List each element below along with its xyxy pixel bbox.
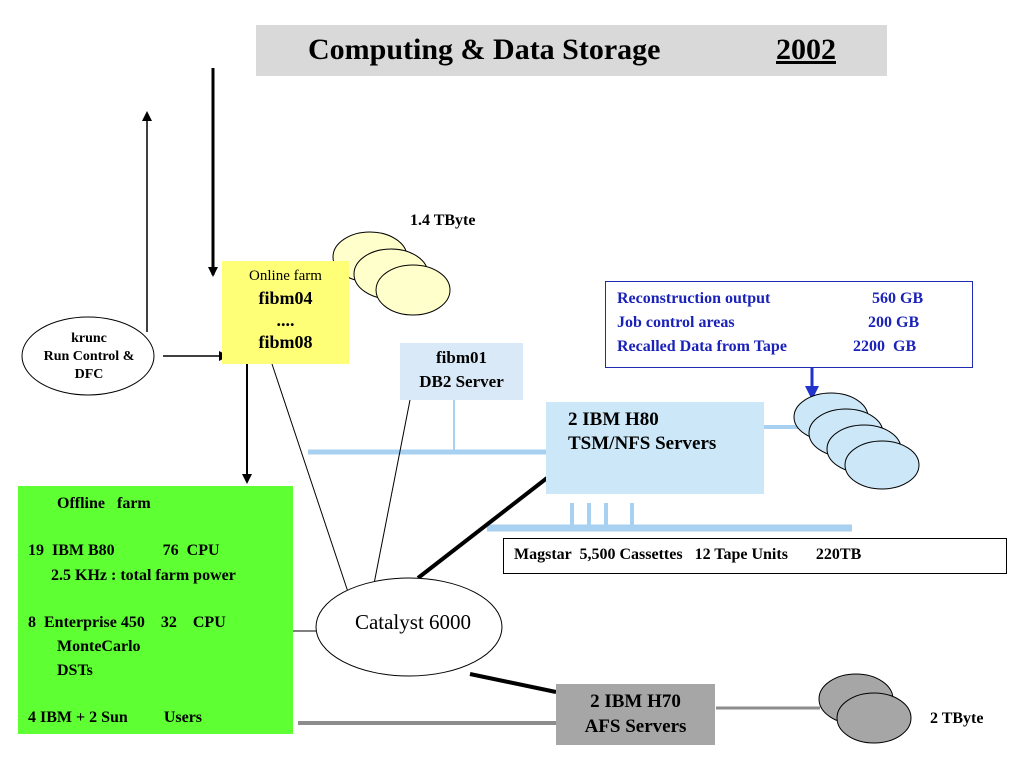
catalyst-switch xyxy=(315,577,503,677)
afs-servers-count: 2 IBM H70 xyxy=(590,691,681,712)
offline-enterprise: 8 Enterprise 450 32 CPU xyxy=(28,614,226,631)
link-catalyst-to-tsm xyxy=(416,476,549,580)
tsm-nfs-server-box: 2 IBM H80 TSM/NFS Servers xyxy=(546,402,764,494)
page-title: Computing & Data Storage xyxy=(308,33,661,66)
online-disk-stack xyxy=(332,231,451,316)
magstar-tape-box: Magstar 5,500 Cassettes 12 Tape Units 22… xyxy=(503,538,1007,574)
online-farm-title: Online farm xyxy=(249,268,322,284)
online-disk-capacity: 1.4 TByte xyxy=(410,212,476,229)
db2-role: DB2 Server xyxy=(419,372,504,391)
afs-server-box: 2 IBM H70 AFS Servers xyxy=(556,684,715,745)
link-online-to-catalyst xyxy=(271,363,349,593)
link-db2-to-catalyst xyxy=(372,399,411,590)
disk-icon xyxy=(836,692,912,744)
link-catalyst-to-afs xyxy=(469,672,557,694)
online-node-first: fibm04 xyxy=(258,288,313,308)
storage-row-label: Reconstruction output xyxy=(617,290,771,307)
storage-row-value: 560 GB xyxy=(872,290,924,307)
offline-montecarlo: MonteCarlo xyxy=(57,638,141,655)
title-year: 2002 xyxy=(776,33,836,66)
krunc-line: Run Control & xyxy=(43,349,135,364)
krunc-node xyxy=(21,316,155,396)
afs-disk-stack xyxy=(818,673,912,744)
krunc-line: DFC xyxy=(74,367,104,382)
offline-users: 4 IBM + 2 Sun Users xyxy=(28,709,203,726)
catalyst-label: Catalyst 6000 xyxy=(354,610,472,634)
disk-icon xyxy=(375,264,451,316)
storage-row-label: Recalled Data from Tape xyxy=(617,338,787,355)
krunc-line: krunc xyxy=(71,331,107,346)
tsm-disk-stack xyxy=(793,392,920,490)
storage-areas-box: Reconstruction output 560 GB Job control… xyxy=(605,281,973,368)
online-node-last: fibm08 xyxy=(258,332,313,352)
db2-server-box: fibm01 DB2 Server xyxy=(400,343,523,400)
offline-farm-box: Offline farm 19 IBM B80 76 CPU 2.5 KHz :… xyxy=(18,486,293,734)
offline-farm-title: Offline farm xyxy=(57,495,151,512)
afs-servers-role: AFS Servers xyxy=(584,716,687,737)
storage-row-value: 200 GB xyxy=(868,314,920,331)
db2-host: fibm01 xyxy=(436,348,487,367)
online-farm-box: Online farm fibm04 .... fibm08 xyxy=(222,261,349,364)
krunc-label: krunc Run Control & DFC xyxy=(25,330,153,384)
online-node-dots: .... xyxy=(276,310,295,330)
disk-icon xyxy=(844,440,920,490)
storage-row-label: Job control areas xyxy=(617,314,735,331)
storage-row-value: 2200 GB xyxy=(853,338,917,355)
tsm-servers-count: 2 IBM H80 xyxy=(568,409,659,430)
offline-ibm-b80: 19 IBM B80 76 CPU xyxy=(28,542,220,559)
offline-dsts: DSTs xyxy=(57,662,93,679)
title-bar xyxy=(256,25,887,76)
offline-farm-power: 2.5 KHz : total farm power xyxy=(51,567,236,584)
afs-disk-capacity: 2 TByte xyxy=(930,710,984,727)
tsm-servers-role: TSM/NFS Servers xyxy=(568,433,717,454)
